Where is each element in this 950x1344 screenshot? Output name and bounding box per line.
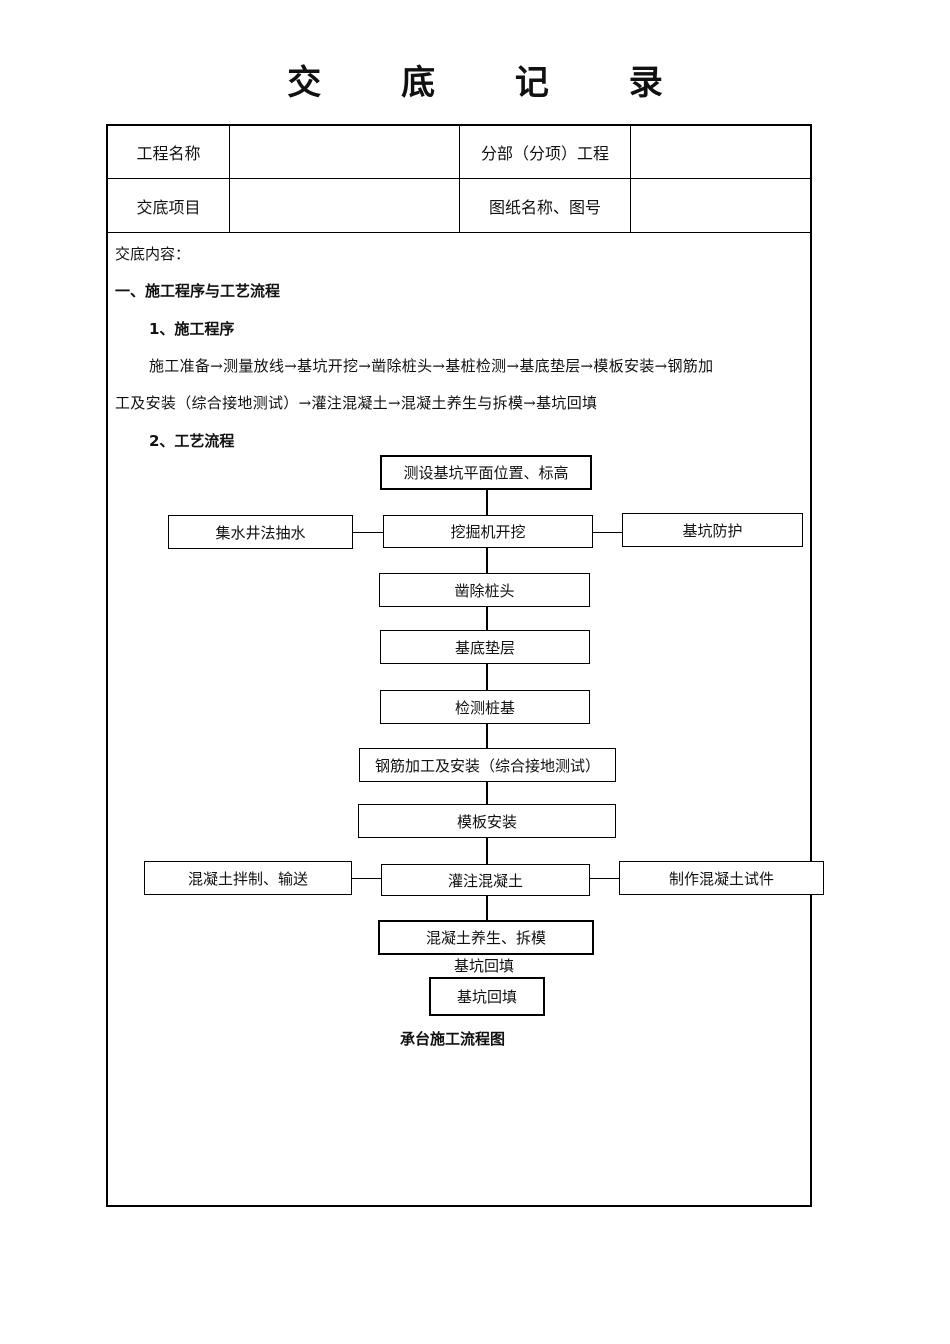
flow-step-test-specimen: 制作混凝土试件: [619, 861, 824, 895]
project-name-field[interactable]: [230, 126, 459, 178]
drawing-field[interactable]: [631, 179, 810, 232]
item-label: 交底项目: [136, 197, 201, 217]
sequence-line: 施工准备→测量放线→基坑开挖→凿除桩头→基桩检测→基底垫层→模板安装→钢筋加: [149, 357, 714, 375]
flow-connector: [486, 490, 488, 515]
flow-connector: [486, 548, 488, 573]
flow-step-concrete-mixing: 混凝土拌制、输送: [144, 861, 352, 895]
flow-step-formwork: 模板安装: [358, 804, 616, 838]
project-name-label: 工程名称: [136, 144, 201, 163]
flow-branch-connector: [352, 878, 381, 879]
flow-caption: 承台施工流程图: [400, 1030, 506, 1048]
col-divider: [459, 126, 460, 232]
flow-step-cushion: 基底垫层: [380, 630, 590, 664]
col-divider: [630, 126, 631, 232]
record-form: 工程名称 分部（分项）工程 交底项目 图纸名称、图号: [106, 124, 812, 1207]
flow-step-pile-head: 凿除桩头: [379, 573, 590, 607]
flow-step-dewatering: 集水井法抽水: [168, 515, 353, 549]
sub-project-field[interactable]: [631, 126, 810, 178]
flow-step-backfill: 基坑回填: [429, 977, 545, 1016]
flow-step-pit-protection: 基坑防护: [622, 513, 803, 547]
flow-branch-connector: [353, 532, 383, 533]
flow-connector: [486, 607, 488, 630]
content-intro: 交底内容：: [115, 245, 191, 263]
flow-connector: [486, 896, 488, 920]
flow-step-excavation: 挖掘机开挖: [383, 515, 593, 548]
subsection-heading: 1、施工程序: [149, 320, 235, 338]
flow-connector: [486, 664, 488, 690]
flow-overflow-label: 基坑回填: [454, 957, 515, 975]
flow-step-rebar: 钢筋加工及安装（综合接地测试）: [359, 748, 616, 782]
flow-step-survey: 测设基坑平面位置、标高: [380, 455, 592, 490]
drawing-label: 图纸名称、图号: [488, 197, 601, 217]
flow-step-curing: 混凝土养生、拆模: [378, 920, 594, 955]
flow-branch-connector: [590, 878, 619, 879]
sequence-line: 工及安装（综合接地测试）→灌注混凝土→混凝土养生与拆模→基坑回填: [115, 394, 598, 412]
subsection-heading: 2、工艺流程: [149, 432, 235, 450]
section-heading: 一、施工程序与工艺流程: [115, 282, 281, 300]
flow-connector: [486, 782, 488, 804]
flow-step-pile-test: 检测桩基: [380, 690, 590, 724]
flow-branch-connector: [593, 532, 623, 533]
flow-step-pour-concrete: 灌注混凝土: [381, 864, 590, 896]
row-divider: [108, 232, 810, 233]
col-divider: [229, 126, 230, 232]
item-field[interactable]: [230, 179, 459, 232]
flow-connector: [486, 724, 488, 748]
flow-connector: [486, 838, 488, 864]
sub-project-label: 分部（分项）工程: [480, 144, 609, 163]
document-title: 交 底 记 录: [287, 63, 697, 103]
